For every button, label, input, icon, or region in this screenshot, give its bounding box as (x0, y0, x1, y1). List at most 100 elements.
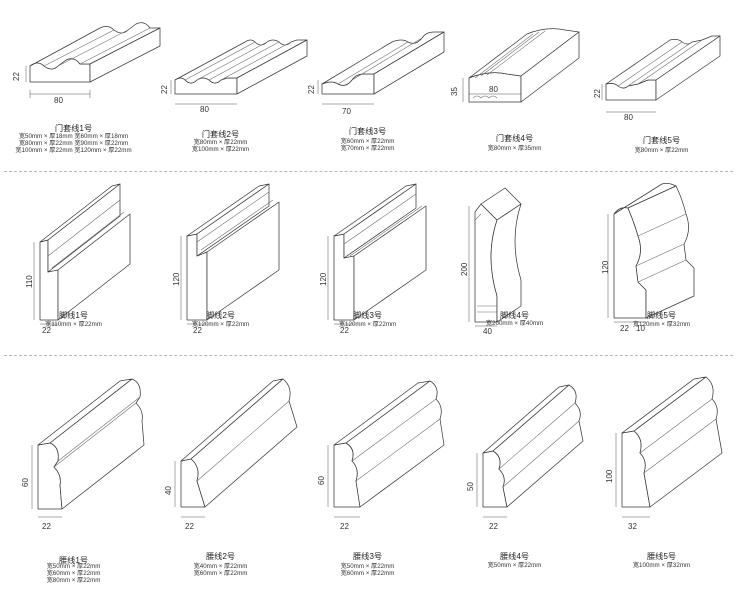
waist-line-4-height-label: 50 (466, 482, 475, 491)
baseboard-3-height-label: 120 (319, 272, 328, 286)
door-casing-1-profile: 22 80 (12, 22, 161, 105)
baseboard-1-width-label: 22 (42, 326, 51, 335)
waist-line-1-width-label: 22 (42, 522, 51, 531)
waist-line-3-title: 腰线3号 (352, 552, 383, 561)
waist-line-2-title: 腰线2号 (205, 552, 236, 561)
door-casing-5-title: 门套线5号 (642, 136, 681, 145)
row-divider (4, 171, 733, 172)
waist-line-1: 60 22 腰线1号 宽50mm × 厚22mm 宽60mm × 厚22mm 宽… (0, 357, 147, 590)
baseboard-5-profile: 120 22 10 (601, 182, 695, 333)
door-casing-3-height-label: 22 (307, 85, 316, 94)
waist-line-1-profile: 60 22 (21, 378, 145, 531)
baseboard-4-title: 脚线4号 (499, 311, 530, 320)
door-casing-5-width-label: 80 (624, 113, 633, 122)
baseboard-1-profile: 110 22 (25, 183, 131, 335)
door-casing-5-profile: 22 80 (593, 35, 721, 122)
waist-line-5-height-label: 100 (605, 469, 614, 483)
door-casing-3-width-label: 70 (342, 107, 351, 116)
waist-line-1-title: 腰线1号 (58, 556, 89, 565)
door-casing-3: 22 70 门套线3号 宽60mm × 厚22mm 宽70mm × 厚22mm (294, 0, 445, 170)
waist-line-3-profile: 60 22 (317, 380, 445, 531)
waist-line-5-profile: 100 32 (605, 376, 723, 531)
baseboard-5: 120 22 10 脚线5号 宽120mm × 厚32mm (588, 172, 735, 352)
door-casing-1-spec-3: 宽100mm × 厚22mm 宽120mm × 厚22mm (15, 147, 132, 154)
door-casing-2-profile: 22 80 (160, 39, 308, 114)
door-casing-2-spec-2: 宽100mm × 厚22mm (191, 146, 250, 153)
door-casing-2-spec-1: 宽80mm × 厚22mm (193, 139, 248, 146)
door-casing-2-width-label: 80 (200, 105, 209, 114)
waist-line-4-title: 腰线4号 (499, 552, 530, 561)
baseboard-2-height-label: 120 (172, 272, 181, 286)
baseboard-1-title: 脚线1号 (58, 311, 89, 320)
door-casing-1-spec-1: 宽50mm × 厚18mm 宽60mm × 厚18mm (18, 133, 129, 140)
baseboard-5-width-label: 22 (620, 324, 629, 333)
baseboard-5-height-label: 120 (601, 260, 610, 274)
baseboard-2-width-label: 22 (193, 326, 202, 335)
waist-line-4: 50 22 腰线4号 宽50mm × 厚22mm (441, 357, 588, 590)
waist-line-5-title: 腰线5号 (646, 552, 677, 561)
door-casing-3-spec-1: 宽60mm × 厚22mm (340, 138, 395, 145)
waist-line-3: 60 22 腰线3号 宽50mm × 厚22mm 宽60mm × 厚22mm (294, 357, 445, 590)
waist-line-2-height-label: 40 (164, 486, 173, 495)
door-casing-5-spec-1: 宽80mm × 厚22mm (634, 147, 689, 154)
baseboard-3-spec-1: 宽120mm × 厚22mm (338, 321, 397, 328)
waist-line-1-spec-2: 宽60mm × 厚22mm (46, 570, 101, 577)
waist-line-2: 40 22 腰线2号 宽40mm × 厚22mm 宽60mm × 厚22mm (147, 357, 298, 590)
door-casing-4-width-label: 80 (489, 85, 498, 94)
baseboard-5-title: 脚线5号 (646, 311, 677, 320)
waist-line-4-profile: 50 22 (466, 384, 584, 531)
waist-line-1-spec-3: 宽80mm × 厚22mm (46, 577, 101, 584)
door-casing-1-title: 门套线1号 (54, 124, 93, 133)
baseboard-3-title: 脚线3号 (352, 311, 383, 320)
waist-line-4-spec-1: 宽50mm × 厚22mm (487, 562, 542, 569)
waist-line-2-profile: 40 22 (164, 378, 298, 531)
door-casing-4: 35 80 门套线4号 宽80mm × 厚35mm (441, 0, 588, 170)
waist-line-3-width-label: 22 (340, 522, 349, 531)
door-casing-2-title: 门套线2号 (201, 130, 240, 139)
baseboard-3-width-label: 22 (340, 326, 349, 335)
baseboard-4-spec-1: 宽200mm × 厚40mm (485, 320, 544, 327)
baseboard-2-title: 脚线2号 (205, 311, 236, 320)
door-casing-5: 22 80 门套线5号 宽80mm × 厚22mm (588, 0, 735, 170)
door-casing-3-spec-2: 宽70mm × 厚22mm (340, 145, 395, 152)
baseboard-5-width2-label: 10 (636, 324, 645, 333)
door-casing-3-title: 门套线3号 (348, 127, 387, 136)
baseboard-2-spec-1: 宽120mm × 厚22mm (191, 321, 250, 328)
waist-line-2-spec-2: 宽60mm × 厚22mm (193, 570, 248, 577)
waist-line-3-spec-1: 宽50mm × 厚22mm (340, 563, 395, 570)
baseboard-4-height-label: 200 (460, 262, 469, 276)
waist-line-3-spec-2: 宽60mm × 厚22mm (340, 570, 395, 577)
door-casing-2-height-label: 22 (160, 85, 169, 94)
door-casing-4-title: 门套线4号 (495, 134, 534, 143)
door-casing-4-profile: 35 80 (450, 28, 580, 103)
waist-line-1-height-label: 60 (21, 478, 30, 487)
waist-line-4-width-label: 22 (489, 522, 498, 531)
door-casing-1-spec-2: 宽80mm × 厚22mm 宽90mm × 厚22mm (18, 140, 129, 147)
waist-line-3-height-label: 60 (317, 476, 326, 485)
row-divider (4, 355, 733, 356)
baseboard-3-profile: 120 22 (319, 183, 427, 335)
waist-line-2-width-label: 22 (185, 522, 194, 531)
waist-line-5-width-label: 32 (628, 522, 637, 531)
door-casing-4-spec-1: 宽80mm × 厚35mm (487, 145, 542, 152)
baseboard-4: 200 40 脚线4号 宽200mm × 厚40mm (441, 172, 588, 352)
door-casing-4-height-label: 35 (450, 87, 459, 96)
door-casing-2: 22 80 门套线2号 宽80mm × 厚22mm 宽100mm × 厚22mm (147, 0, 308, 170)
baseboard-1-spec-1: 宽110mm × 厚22mm (45, 321, 102, 328)
waist-line-2-spec-1: 宽40mm × 厚22mm (193, 563, 248, 570)
baseboard-3: 120 22 脚线3号 宽120mm × 厚22mm (294, 172, 441, 352)
baseboard-5-spec-1: 宽120mm × 厚32mm (632, 321, 691, 328)
door-casing-5-height-label: 22 (593, 89, 602, 98)
baseboard-4-width-label: 40 (483, 327, 492, 336)
door-casing-3-profile: 22 70 (307, 31, 445, 116)
baseboard-1-height-label: 110 (25, 275, 34, 288)
waist-line-5-spec-1: 宽100mm × 厚32mm (632, 562, 691, 569)
waist-line-1-spec-1: 宽50mm × 厚22mm (46, 563, 101, 570)
baseboard-1: 110 22 脚线1号 宽110mm × 厚22mm (0, 172, 147, 352)
door-casing-1-height-label: 22 (12, 72, 21, 81)
baseboard-2: 120 22 脚线2号 宽120mm × 厚22mm (147, 172, 294, 352)
door-casing-1-width-label: 80 (54, 96, 63, 105)
baseboard-4-profile: 200 40 (460, 187, 522, 336)
baseboard-2-profile: 120 22 (172, 183, 280, 335)
